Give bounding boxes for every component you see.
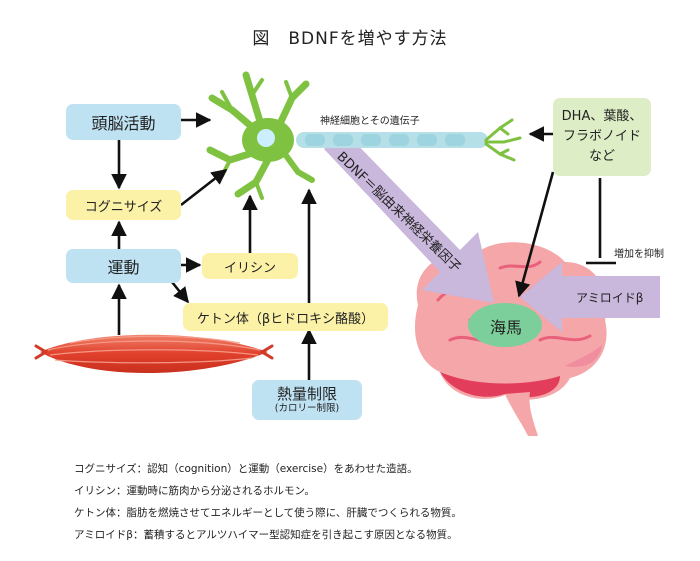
node-irisin: イリシン bbox=[202, 253, 298, 279]
amyloid-label: アミロイドβ bbox=[576, 291, 644, 305]
footnotes: コグニサイズ：認知（cognition）と運動（exercise）をあわせた造語… bbox=[74, 458, 462, 546]
footnote: アミロイドβ：蓄積するとアルツハイマー型認知症を引き起こす原因となる物質。 bbox=[74, 529, 458, 541]
connector-arrows bbox=[111, 112, 616, 380]
muscle-icon bbox=[34, 334, 274, 373]
amyloid-arrow bbox=[520, 262, 660, 332]
calorie-sub-label: (カロリー制限) bbox=[274, 403, 340, 414]
neuron-icon bbox=[206, 71, 522, 200]
node-brain-activity: 頭脳活動 bbox=[66, 104, 181, 140]
hippocampus-label: 海馬 bbox=[489, 318, 522, 337]
footnote: ケトン体：脂肪を燃焼させてエネルギーとして使う際に、肝臓でつくられる物質。 bbox=[74, 507, 462, 519]
dha-line-2: フラボノイド bbox=[562, 129, 641, 144]
node-calorie-restriction: 熱量制限 (カロリー制限) bbox=[252, 380, 362, 420]
node-dha: DHA、葉酸、 フラボノイド など bbox=[553, 98, 651, 176]
inhibit-label: 増加を抑制 bbox=[614, 249, 664, 260]
footnote: イリシン：運動時に筋肉から分泌されるホルモン。 bbox=[74, 485, 315, 497]
neuron-label: 神経細胞とその遺伝子 bbox=[320, 116, 420, 127]
node-ketone: ケトン体（βヒドロキシ酪酸） bbox=[183, 303, 388, 331]
bdnf-arrow bbox=[324, 132, 494, 303]
diagram-title: 図 BDNFを増やす方法 bbox=[252, 29, 448, 49]
dha-line-3: など bbox=[588, 149, 615, 164]
node-cognisize: コグニサイズ bbox=[66, 190, 181, 220]
calorie-main-label: 熱量制限 bbox=[276, 385, 337, 403]
dha-line-1: DHA、葉酸、 bbox=[561, 109, 643, 124]
node-exercise: 運動 bbox=[66, 249, 181, 283]
footnote: コグニサイズ：認知（cognition）と運動（exercise）をあわせた造語… bbox=[74, 463, 418, 475]
hippocampus-shape bbox=[468, 303, 542, 347]
